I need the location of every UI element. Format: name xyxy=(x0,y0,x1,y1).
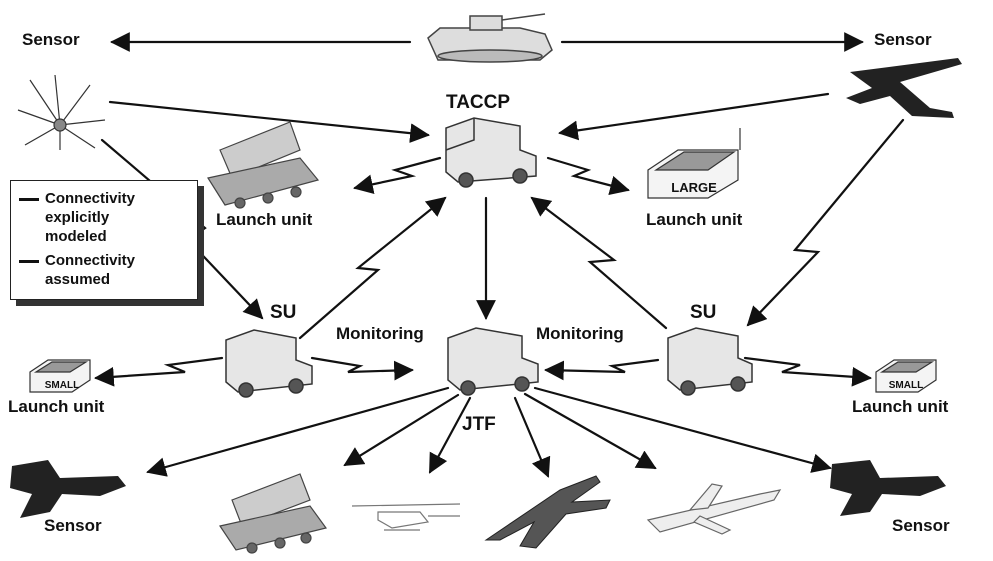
link-su-taccp-right xyxy=(530,196,668,330)
legend-text-explicit: Connectivity explicitly modeled xyxy=(45,190,136,245)
sensor-label-bottom-right: Sensor xyxy=(892,516,950,535)
small-box-label-right: SMALL xyxy=(889,380,923,391)
link-su-jtf-right xyxy=(544,358,660,381)
link-taccp-launch-right xyxy=(546,156,630,196)
link-sensor-taccp-left xyxy=(108,100,430,144)
legend-item-explicit: Connectivity explicitly modeled xyxy=(19,189,195,246)
link-jtf-launcher-bottom xyxy=(343,393,460,467)
link-jtf-helicopter xyxy=(428,396,472,474)
monitoring-label-right: Monitoring xyxy=(536,324,624,343)
jet-icon xyxy=(484,475,611,549)
sensor-label-top-left: Sensor xyxy=(22,30,80,49)
su-vehicle-icon-right xyxy=(667,327,753,396)
legend-swatch-explicit xyxy=(19,198,39,201)
sensor-label-bottom-left: Sensor xyxy=(44,516,102,535)
launch-unit-label-small-right: Launch unit xyxy=(852,397,949,416)
large-launch-box-icon: LARGE xyxy=(647,128,741,199)
sensor-label-top-right: Sensor xyxy=(874,30,932,49)
link-sensor-taccp-right xyxy=(558,92,830,141)
link-jtf-sensor-bottom-left xyxy=(146,386,450,477)
launch-unit-label-small-left: Launch unit xyxy=(8,397,105,416)
uav-icon-bottom-left xyxy=(10,460,126,518)
su-vehicle-icon-left xyxy=(225,329,313,398)
link-jtf-sensor-bottom-right xyxy=(533,386,832,473)
uav-icon-bottom-right xyxy=(830,460,946,516)
launcher-truck-icon-bottom xyxy=(219,473,328,554)
link-su-taccp-left xyxy=(298,196,447,340)
link-su-launch-right xyxy=(743,356,872,387)
launch-unit-label-left: Launch unit xyxy=(216,210,313,229)
link-jtf-jet xyxy=(513,396,551,478)
link-su-jtf-left xyxy=(310,356,414,381)
sensor-array-icon xyxy=(17,74,106,150)
legend-text-assumed: Connectivity assumed xyxy=(45,252,136,288)
jtf-vehicle-icon xyxy=(447,327,539,396)
legend-item-assumed: Connectivity assumed xyxy=(19,251,195,289)
small-launch-box-icon-right: SMALL xyxy=(875,359,937,393)
legend: Connectivity explicitly modeled Connecti… xyxy=(10,180,198,300)
su-label-left: SU xyxy=(270,302,297,323)
jtf-label: JTF xyxy=(462,414,496,435)
legend-swatch-assumed xyxy=(19,260,39,263)
small-launch-box-icon-left: SMALL xyxy=(29,359,91,393)
helicopter-icon xyxy=(351,503,461,531)
large-box-label: LARGE xyxy=(671,180,717,195)
uav-icon-top-right xyxy=(846,58,962,118)
taccp-label: TACCP xyxy=(446,92,511,113)
monitoring-label-left: Monitoring xyxy=(336,324,424,343)
taccp-vehicle-icon xyxy=(445,117,537,188)
transport-aircraft-icon xyxy=(646,483,782,535)
link-su-launch-left xyxy=(94,356,224,387)
su-label-right: SU xyxy=(690,302,717,323)
launch-unit-label-right: Launch unit xyxy=(646,210,743,229)
launcher-truck-icon-left xyxy=(207,121,320,209)
small-box-label-left: SMALL xyxy=(45,380,79,391)
tank-icon xyxy=(427,13,553,63)
link-jtf-aircraft xyxy=(523,392,657,470)
link-sensor-su-right xyxy=(746,118,905,327)
link-taccp-launch-left xyxy=(353,156,442,195)
